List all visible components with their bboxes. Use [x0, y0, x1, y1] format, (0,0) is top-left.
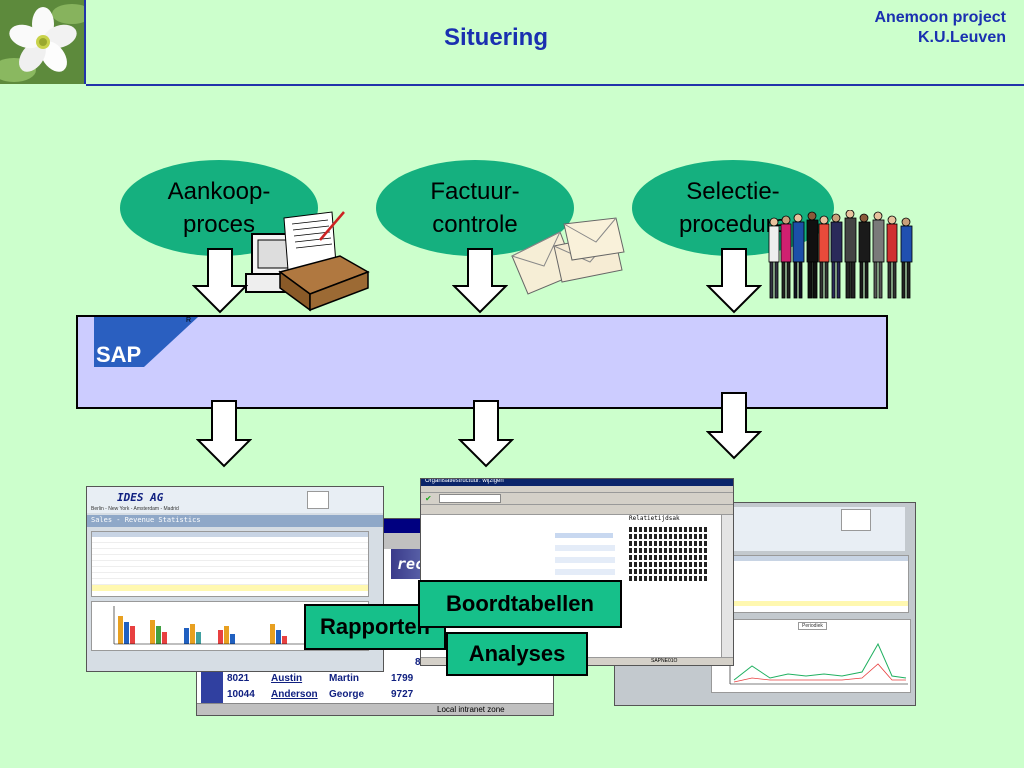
- row-first-name: George: [329, 689, 365, 700]
- row-number: 1799: [391, 673, 414, 684]
- people-group-icon: [768, 210, 913, 299]
- registered-mark: R: [186, 317, 192, 324]
- row-first-name: Martin: [329, 673, 359, 684]
- row-id: 10044: [227, 689, 255, 700]
- page-title: Situering: [443, 24, 548, 51]
- flower-logo: [0, 0, 86, 84]
- command-field[interactable]: [439, 494, 501, 503]
- row-number: 9727: [391, 689, 414, 700]
- window-title: Organisatiestructuur: wijzigen: [425, 478, 504, 484]
- sap-logo: SAP: [94, 317, 198, 367]
- project-name: Anemoon project: [874, 9, 1006, 26]
- down-arrow-icon: [458, 400, 514, 468]
- row-last-name[interactable]: Anderson: [271, 689, 318, 700]
- company-cities: Berlin - New York - Amsterdam - Madrid: [91, 506, 179, 512]
- directory-row: 10044 Anderson George 9727: [227, 689, 447, 700]
- sap-system-bar: SAP R: [76, 315, 888, 409]
- process-label: Factuur-: [430, 178, 520, 205]
- process-factuur: Factuur-controle: [376, 160, 574, 256]
- header-rule: [86, 84, 1024, 86]
- periodic-chart-window: Periodiek: [614, 502, 916, 706]
- flower-icon: [0, 0, 84, 84]
- chart-tab-label[interactable]: Periodiek: [798, 622, 827, 630]
- vertical-scrollbar[interactable]: [721, 515, 733, 657]
- system-id: SAPNE01O: [651, 658, 678, 664]
- down-arrow-icon: [706, 248, 762, 314]
- easy-access-logo: [841, 509, 871, 531]
- company-name: IDES AG: [117, 491, 164, 504]
- line-chart-icon: [729, 634, 908, 685]
- easy-access-logo: [307, 491, 329, 509]
- process-label: proces: [182, 211, 256, 238]
- down-arrow-icon: [706, 392, 762, 460]
- process-aankoop: Aankoop-proces: [120, 160, 318, 256]
- check-icon[interactable]: ✔: [425, 494, 432, 503]
- analyses-label: Analyses: [446, 632, 588, 676]
- envelopes-icon: [510, 217, 625, 295]
- directory-row: 8021 Austin Martin 1799: [227, 673, 427, 684]
- ides-sales-window: IDES AG Berlin - New York - Amsterdam - …: [86, 486, 384, 672]
- project-label: Anemoon project K.U.Leuven: [874, 8, 1006, 48]
- boordtabellen-label: Boordtabellen: [418, 580, 622, 628]
- row-id: 8021: [227, 673, 250, 684]
- row-last-name[interactable]: Austin: [271, 673, 303, 684]
- process-label: Aankoop-: [167, 178, 271, 205]
- down-arrow-icon: [452, 248, 508, 314]
- report-title: Sales - Revenue Statistics: [91, 516, 201, 524]
- university-name: K.U.Leuven: [917, 29, 1006, 46]
- process-label: controle: [432, 211, 518, 238]
- status-bar-text: Local intranet zone: [437, 705, 505, 714]
- down-arrow-icon: [196, 400, 252, 468]
- computer-documents-icon: [245, 211, 370, 312]
- down-arrow-icon: [192, 248, 248, 314]
- process-label: Selectie-: [686, 178, 780, 205]
- sap-logo-text: SAP: [96, 342, 141, 367]
- relation-period-label: Relatietijdsak: [629, 515, 680, 522]
